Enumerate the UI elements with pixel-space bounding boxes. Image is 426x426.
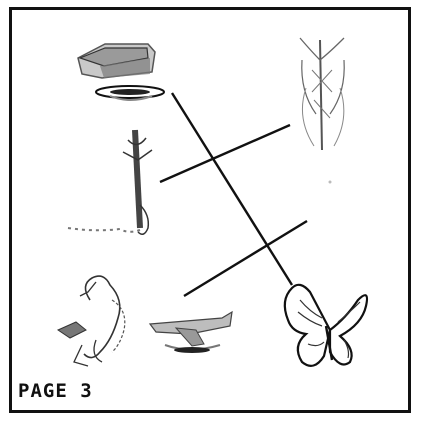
fishing-rod-picture <box>68 130 152 234</box>
line-dragon-airplane-to-blank <box>184 221 307 296</box>
dragon-and-airplane-picture <box>58 276 232 366</box>
dragonfly-picture <box>300 38 344 184</box>
line-rod-to-dragonfly <box>160 125 290 182</box>
page-label: PAGE 3 <box>18 382 93 401</box>
cake-on-plate-picture <box>78 44 164 100</box>
matching-lines <box>160 93 307 296</box>
butterfly-picture <box>285 285 367 366</box>
line-cake-to-butterfly <box>172 93 292 285</box>
